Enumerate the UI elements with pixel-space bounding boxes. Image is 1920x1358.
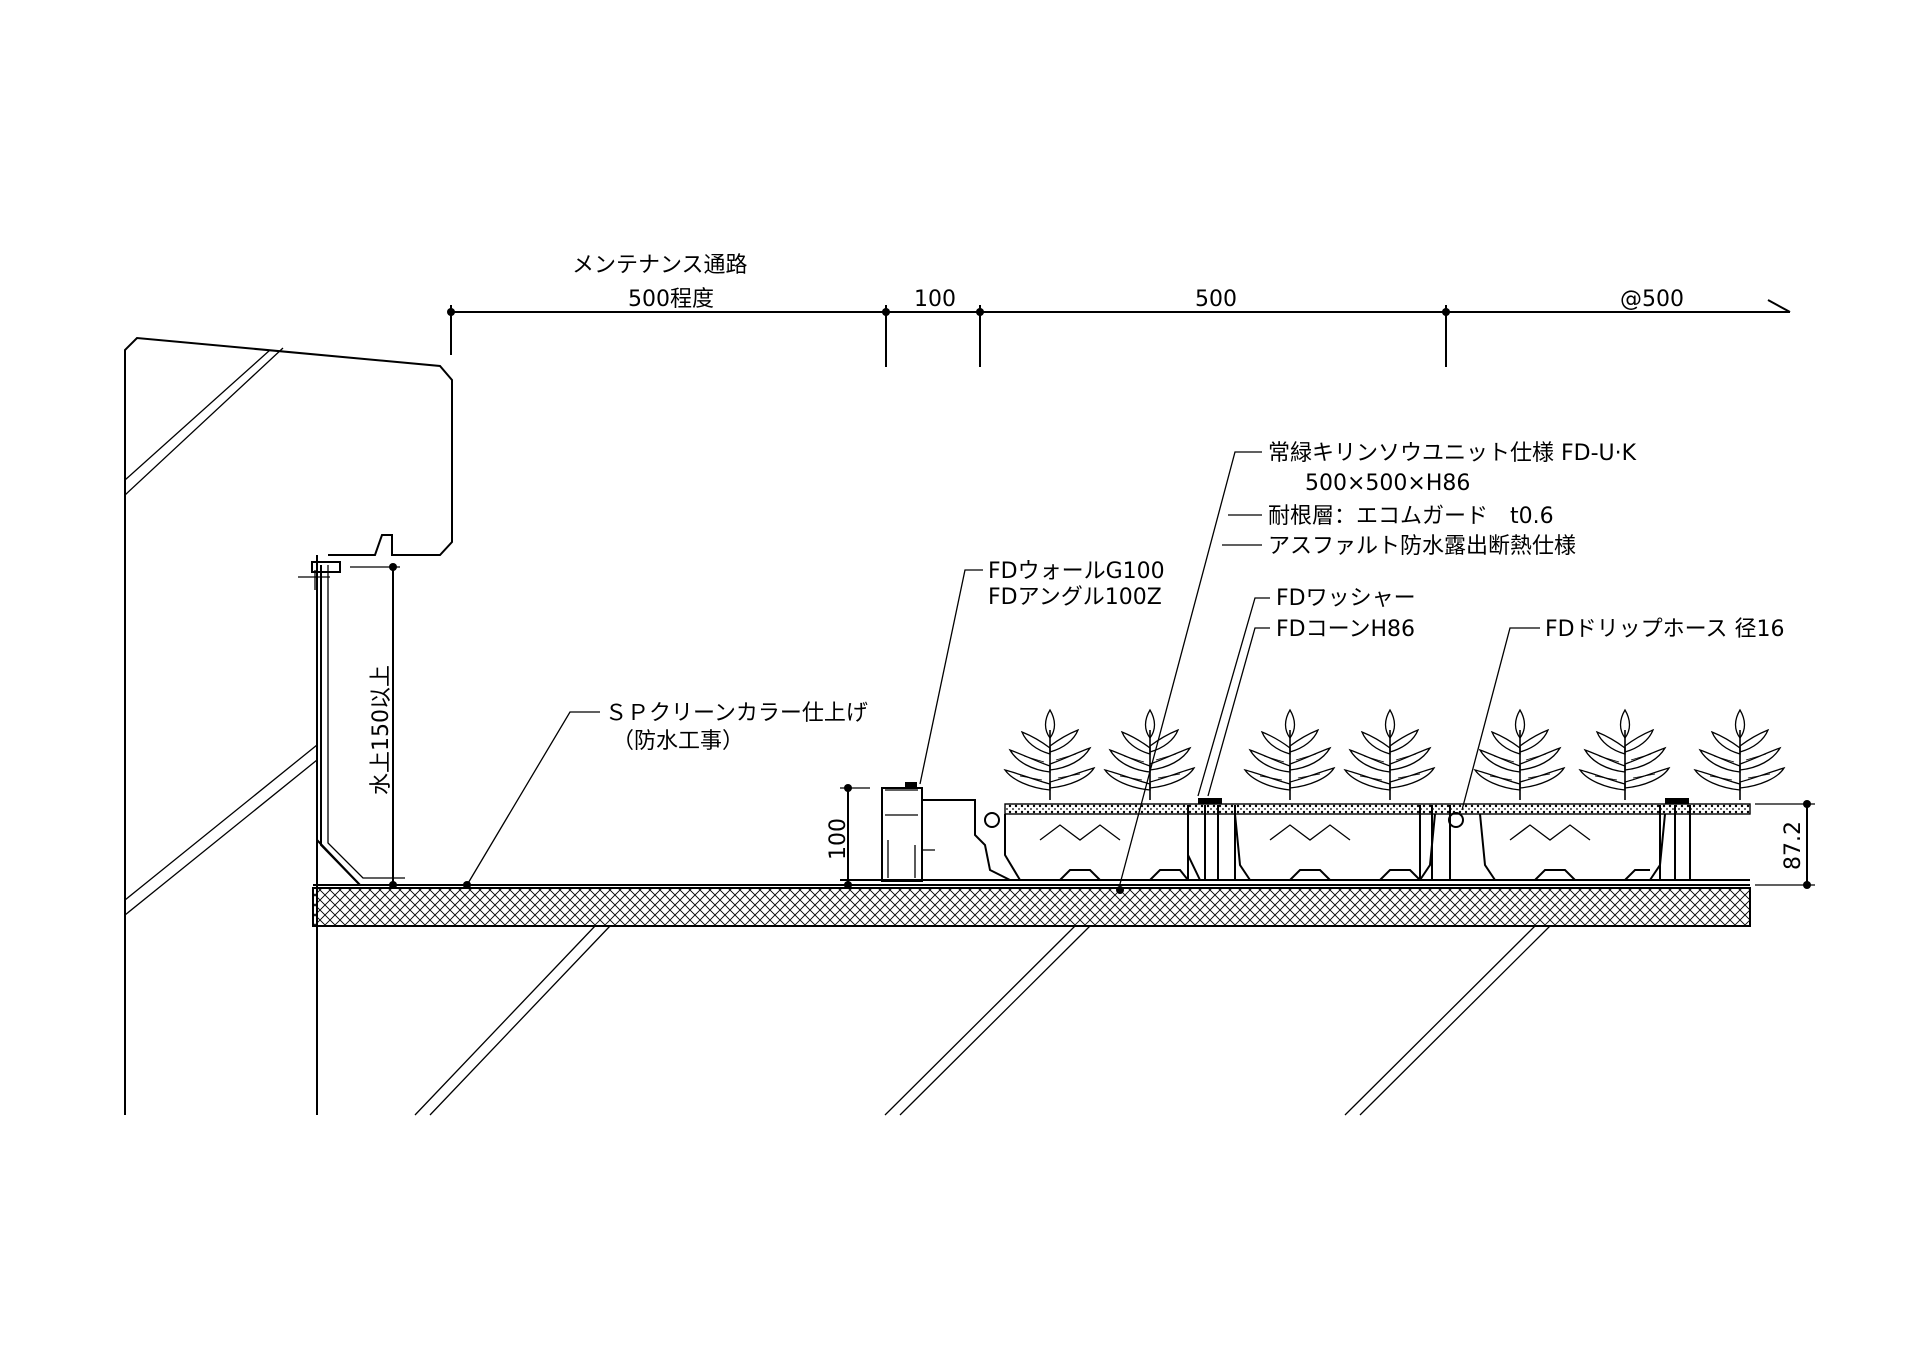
root-layer-label: 耐根層：エコムガード t0.6 <box>1268 504 1554 529</box>
dimension-line <box>447 299 1791 367</box>
fd-wall <box>881 782 1011 882</box>
washer-label: FDワッシャー <box>1276 586 1416 611</box>
parapet <box>124 336 453 1115</box>
drip-hose-label: FDドリップホース 径16 <box>1545 617 1784 642</box>
upturn-height: 水上150以上 <box>369 665 394 795</box>
plants <box>1004 709 1785 801</box>
wall-height: 100 <box>826 818 851 860</box>
unit-spec-label: 常緑キリンソウユニット仕様 FD-U·K <box>1268 441 1637 466</box>
maintenance-title: メンテナンス通路 <box>572 253 748 278</box>
leader-lines <box>463 451 1540 894</box>
roof-slab <box>312 879 1751 1116</box>
pitch-dimension: @500 <box>1620 287 1684 312</box>
waterproofing-label: アスファルト防水露出断熱仕様 <box>1268 534 1576 559</box>
unit-size-label: 500×500×H86 <box>1305 471 1470 496</box>
unit-height-dimension-line <box>1755 800 1815 889</box>
unit-height: 87.2 <box>1781 821 1806 870</box>
fd-angle-label: FDアングル100Z <box>988 585 1162 610</box>
cone-label: FDコーンH86 <box>1276 617 1415 642</box>
parapet-wall <box>124 555 405 1115</box>
wall-height-dimension-line <box>840 784 870 889</box>
finish-label: ＳＰクリーンカラー仕上げ <box>605 701 868 726</box>
fd-wall-label: FDウォールG100 <box>988 559 1165 584</box>
gap-dimension: 100 <box>914 287 956 312</box>
greening-units <box>984 798 1751 881</box>
finish-note-label: （防水工事） <box>612 729 744 754</box>
upturn-dimension-line <box>350 563 400 889</box>
unit-dimension: 500 <box>1195 287 1237 312</box>
maintenance-value: 500程度 <box>628 287 714 312</box>
